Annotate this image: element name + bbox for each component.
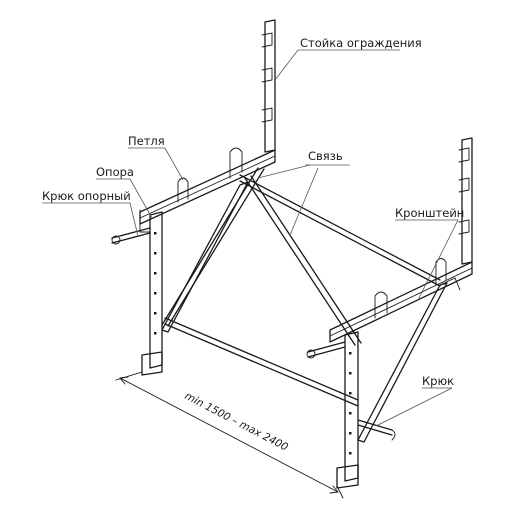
right-loops: [374, 258, 447, 319]
dimension-line: min 1500 – max 2400: [115, 371, 344, 499]
left-support-post: [141, 211, 163, 376]
dimension-label: min 1500 – max 2400: [183, 390, 291, 454]
label-support-hook: Крюк опорный: [42, 189, 131, 203]
left-loops: [177, 147, 243, 203]
right-support-post: [336, 331, 359, 489]
label-support: Опора: [96, 165, 134, 179]
right-guard-post: [458, 137, 473, 265]
right-bracket-arm: [329, 261, 473, 343]
brace-ties: [161, 167, 441, 407]
label-guard-post: Стойка ограждения: [300, 36, 422, 50]
left-guard-post: [261, 19, 276, 153]
label-hook: Крюк: [422, 374, 454, 388]
right-bracket-strut: [357, 277, 461, 443]
label-brace: Связь: [308, 149, 343, 163]
label-loop: Петля: [128, 134, 165, 148]
leader-lines: [42, 49, 459, 427]
label-bracket: Кронштейн: [395, 206, 464, 220]
bottom-hook: [357, 419, 396, 441]
left-support-hook: [111, 209, 151, 245]
right-support-hook: [306, 341, 346, 359]
